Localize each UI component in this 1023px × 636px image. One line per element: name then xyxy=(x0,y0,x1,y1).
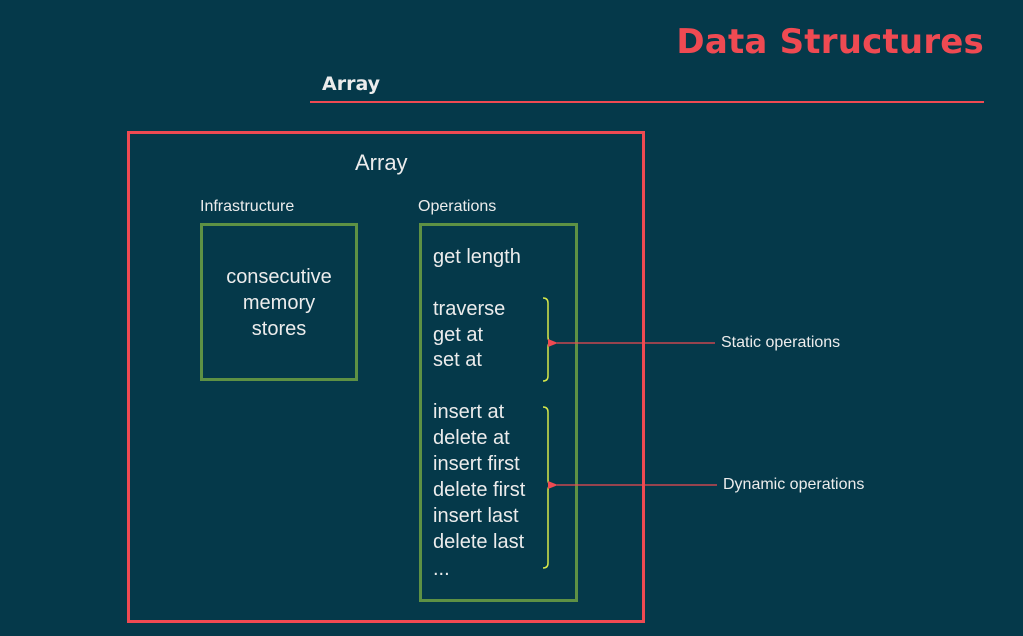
infrastructure-line: memory xyxy=(242,292,316,314)
infrastructure-line: consecutive xyxy=(226,266,332,288)
infrastructure-box xyxy=(200,223,358,381)
operation-item: delete at xyxy=(433,427,510,449)
title-underline xyxy=(310,101,984,103)
operations-box xyxy=(419,223,578,602)
operation-item: insert first xyxy=(433,453,520,475)
operation-item: get at xyxy=(433,324,484,346)
operation-item: ... xyxy=(433,558,450,580)
dynamic-operations-label: Dynamic operations xyxy=(723,476,865,493)
dynamic-brace xyxy=(542,406,554,569)
array-box-label: Array xyxy=(355,150,408,175)
operation-item: insert at xyxy=(433,401,505,423)
operation-item: set at xyxy=(433,349,482,371)
operation-item: delete first xyxy=(433,479,526,501)
array-outer-box xyxy=(127,131,645,623)
operations-label: Operations xyxy=(418,198,497,215)
static-operations-label: Static operations xyxy=(721,334,841,351)
infrastructure-line: stores xyxy=(251,318,307,340)
operation-item: traverse xyxy=(433,298,506,320)
static-brace xyxy=(542,297,554,382)
operation-item: insert last xyxy=(433,505,519,527)
operation-item: get length xyxy=(433,246,521,268)
section-subtitle: Array xyxy=(322,73,381,95)
operation-item: delete last xyxy=(433,531,525,553)
page-title: Data Structures xyxy=(676,22,984,62)
infrastructure-description: consecutive memory stores xyxy=(200,264,358,342)
infrastructure-label: Infrastructure xyxy=(200,198,295,215)
